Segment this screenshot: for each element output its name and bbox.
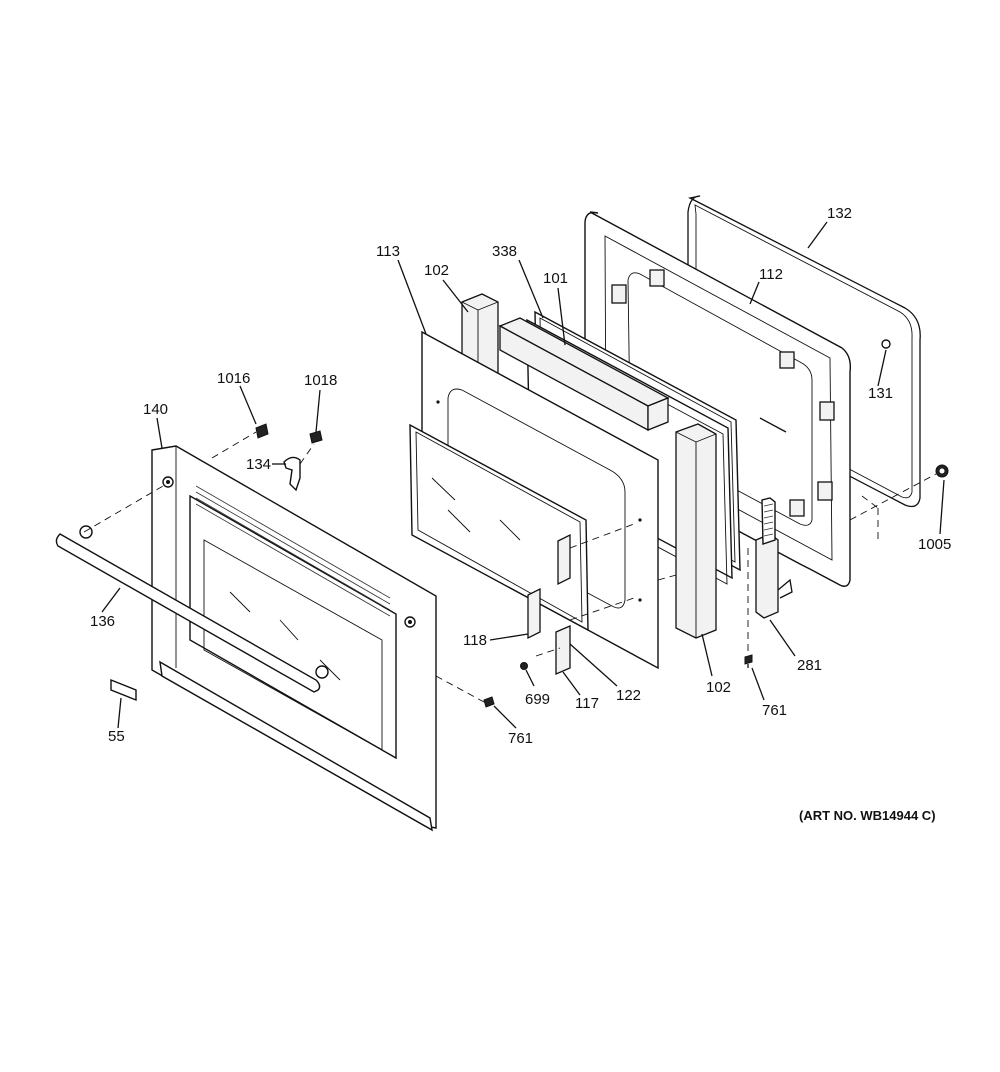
leader-lines — [101, 221, 945, 729]
callout-102-bottom: 102 — [706, 679, 731, 696]
part-122-window-glass — [409, 423, 589, 632]
callout-136: 136 — [90, 613, 115, 630]
callout-132: 132 — [827, 205, 852, 222]
callout-55: 55 — [108, 728, 125, 745]
callout-labels: 132 112 338 113 102 101 131 1005 1016 10… — [90, 205, 951, 747]
part-1018-screw — [309, 430, 323, 444]
callout-113: 113 — [376, 243, 400, 260]
part-1016-screw — [255, 423, 269, 439]
callout-281: 281 — [797, 657, 822, 674]
callout-131: 131 — [868, 385, 893, 402]
part-140-outer-door — [151, 445, 437, 832]
callout-118: 118 — [463, 632, 487, 649]
part-134-clip — [283, 456, 301, 492]
callout-1005: 1005 — [918, 536, 951, 553]
part-112-inner-liner — [584, 211, 852, 587]
callout-761-left: 761 — [508, 730, 533, 747]
part-761-screw-right — [744, 654, 753, 668]
part-55-badge — [110, 678, 137, 702]
callout-140: 140 — [143, 401, 168, 418]
part-102-insulation-right — [675, 423, 717, 639]
part-1005-bumper — [935, 464, 949, 478]
callout-1018: 1018 — [304, 372, 337, 389]
part-136-handle — [55, 525, 329, 693]
callout-761-right: 761 — [762, 702, 787, 719]
callout-134: 134 — [246, 456, 271, 473]
callout-117: 117 — [575, 695, 599, 712]
art-number: (ART NO. WB14944 C) — [799, 808, 936, 823]
callout-338: 338 — [492, 243, 517, 260]
callout-101: 101 — [543, 270, 568, 287]
part-131-plug — [881, 339, 891, 349]
callout-112: 112 — [759, 266, 783, 283]
part-699-screw — [520, 662, 528, 670]
callout-122: 122 — [616, 687, 641, 704]
part-118-bracket — [527, 533, 571, 640]
part-insulation-block — [498, 317, 670, 432]
callout-1016: 1016 — [217, 370, 250, 387]
part-117-bracket — [555, 625, 571, 675]
part-761-screw-left — [483, 696, 495, 708]
callout-102-top: 102 — [424, 262, 449, 279]
callout-699: 699 — [525, 691, 550, 708]
assembly-lines — [83, 431, 937, 703]
part-281-hinge — [755, 497, 793, 619]
